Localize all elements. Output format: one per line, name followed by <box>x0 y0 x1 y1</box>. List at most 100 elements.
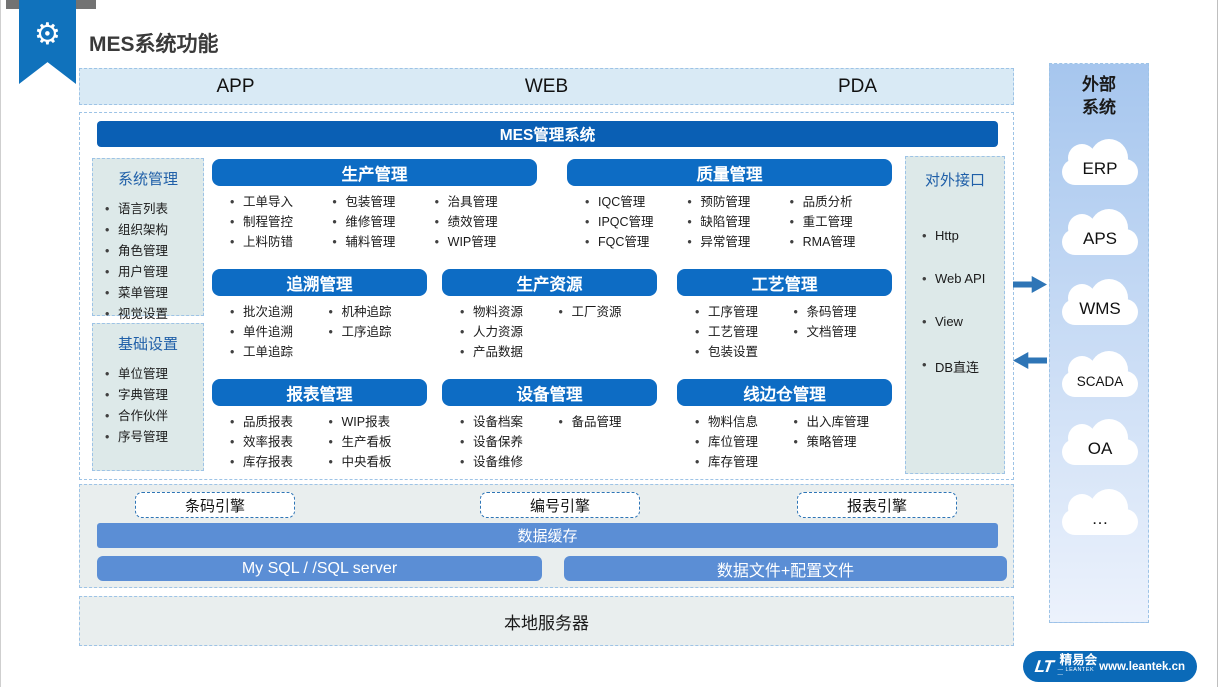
cloud-label: APS <box>1082 229 1118 248</box>
brand-name: 精易会 <box>1059 653 1098 668</box>
feature-column: 预防管理缺陷管理异常管理 <box>687 192 789 252</box>
local-server-bar: 本地服务器 <box>79 596 1014 646</box>
feature-item: 维修管理 <box>332 212 434 232</box>
feature-column: WIP报表生产看板中央看板 <box>329 412 428 472</box>
module-section: 工艺管理工序管理工艺管理包装设置条码管理文档管理 <box>677 269 892 362</box>
arrow-left-icon <box>1013 352 1047 369</box>
feature-item: 菜单管理 <box>105 283 203 304</box>
feature-item: 字典管理 <box>105 385 203 406</box>
client-label: WEB <box>524 75 569 97</box>
section-columns: 物料信息库位管理库存管理出入库管理策略管理 <box>677 412 892 472</box>
feature-item: WIP管理 <box>435 232 537 252</box>
section-header: 生产资源 <box>442 269 657 296</box>
feature-column: 治具管理绩效管理WIP管理 <box>435 192 537 252</box>
feature-item: IPQC管理 <box>585 212 687 232</box>
ribbon-badge: ⚙ <box>19 0 76 84</box>
feature-item: 工厂资源 <box>559 302 658 322</box>
feature-item: 设备保养 <box>460 432 559 452</box>
leantek-logo-icon: LT <box>1033 656 1054 676</box>
data-cache-bar: 数据缓存 <box>97 523 998 548</box>
feature-item: 序号管理 <box>105 427 203 448</box>
feature-column: 条码管理文档管理 <box>794 302 893 362</box>
feature-item: 中央看板 <box>329 452 428 472</box>
feature-item: 组织架构 <box>105 220 203 241</box>
section-header: 工艺管理 <box>677 269 892 296</box>
cloud-shape: … <box>1062 489 1138 535</box>
mes-system-box: MES管理系统 系统管理语言列表组织架构角色管理用户管理菜单管理视觉设置基础设置… <box>79 112 1014 480</box>
feature-item: 治具管理 <box>435 192 537 212</box>
feature-item: View <box>922 314 1004 329</box>
feature-column: 设备档案设备保养设备维修 <box>460 412 559 472</box>
engine-button: 条码引擎 <box>135 492 295 518</box>
feature-item: 条码管理 <box>794 302 893 322</box>
feature-item: 物料信息 <box>695 412 794 432</box>
feature-item: Http <box>922 228 1004 243</box>
feature-item: 生产看板 <box>329 432 428 452</box>
feature-column: 出入库管理策略管理 <box>794 412 893 472</box>
section-columns: 批次追溯单件追溯工单追踪机种追踪工序追踪 <box>212 302 427 362</box>
section-columns: 工序管理工艺管理包装设置条码管理文档管理 <box>677 302 892 362</box>
section-header: 质量管理 <box>567 159 892 186</box>
cloud-shape: SCADA <box>1062 351 1138 397</box>
database-bar: My SQL / /SQL server <box>97 556 542 581</box>
section-columns: 工单导入制程管控上料防错包装管理维修管理辅料管理治具管理绩效管理WIP管理 <box>212 192 537 252</box>
feature-item: 角色管理 <box>105 241 203 262</box>
cloud-shape: OA <box>1062 419 1138 465</box>
section-header: 追溯管理 <box>212 269 427 296</box>
feature-item: 用户管理 <box>105 262 203 283</box>
side-box-title: 基础设置 <box>117 336 178 353</box>
feature-item: 工艺管理 <box>695 322 794 342</box>
page-title: MES系统功能 <box>89 33 219 56</box>
feature-column: 批次追溯单件追溯工单追踪 <box>230 302 329 362</box>
module-section: 质量管理 IQC管理IPQC管理FQC管理预防管理缺陷管理异常管理品质分析重工管理… <box>567 159 892 252</box>
cloud-shape: WMS <box>1062 279 1138 325</box>
feature-item: 物料资源 <box>460 302 559 322</box>
feature-item: 库存报表 <box>230 452 329 472</box>
feature-item: 单件追溯 <box>230 322 329 342</box>
section-header: 报表管理 <box>212 379 427 406</box>
mes-system-title-bar: MES管理系统 <box>97 121 998 147</box>
arrow-right-icon <box>1013 276 1047 293</box>
module-section: 设备管理设备档案设备保养设备维修备品管理 <box>442 379 657 472</box>
feature-item: RMA管理 <box>790 232 892 252</box>
feature-column: 品质分析重工管理RMA管理 <box>790 192 892 252</box>
feature-item: 品质分析 <box>790 192 892 212</box>
feature-item: DB直连 <box>922 357 1004 376</box>
feature-column: 备品管理 <box>559 412 658 472</box>
feature-item: 包装管理 <box>332 192 434 212</box>
module-section: 追溯管理批次追溯单件追溯工单追踪机种追踪工序追踪 <box>212 269 427 362</box>
module-section: 生产资源物料资源人力资源产品数据工厂资源 <box>442 269 657 362</box>
data-files-bar: 数据文件+配置文件 <box>564 556 1007 581</box>
feature-column: IQC管理IPQC管理FQC管理 <box>585 192 687 252</box>
cloud-label: OA <box>1087 439 1113 458</box>
feature-item: 效率报表 <box>230 432 329 452</box>
engine-button: 编号引擎 <box>480 492 640 518</box>
section-header: 生产管理 <box>212 159 537 186</box>
cloud-label: WMS <box>1079 299 1121 318</box>
side-box-list: 语言列表组织架构角色管理用户管理菜单管理视觉设置 <box>93 199 203 325</box>
feature-item: 缺陷管理 <box>687 212 789 232</box>
feature-item: 预防管理 <box>687 192 789 212</box>
cloud-label: SCADA <box>1076 373 1124 389</box>
feature-item: FQC管理 <box>585 232 687 252</box>
section-columns: 物料资源人力资源产品数据工厂资源 <box>442 302 657 362</box>
cloud-label: … <box>1091 509 1109 528</box>
side-box: 基础设置单位管理字典管理合作伙伴序号管理 <box>92 323 204 471</box>
side-box: 系统管理语言列表组织架构角色管理用户管理菜单管理视觉设置 <box>92 158 204 325</box>
footer-brand-pill: LT 精易会 — LEANTEK — www.leantek.cn <box>1023 651 1197 682</box>
feature-item: 批次追溯 <box>230 302 329 322</box>
feature-item: 绩效管理 <box>435 212 537 232</box>
side-box-title: 系统管理 <box>117 171 178 188</box>
feature-column: 工序管理工艺管理包装设置 <box>695 302 794 362</box>
feature-item: 语言列表 <box>105 199 203 220</box>
feature-item: 策略管理 <box>794 432 893 452</box>
feature-item: 出入库管理 <box>794 412 893 432</box>
feature-item: 工序追踪 <box>329 322 428 342</box>
feature-item: 文档管理 <box>794 322 893 342</box>
feature-item: 制程管控 <box>230 212 332 232</box>
feature-item: 重工管理 <box>790 212 892 232</box>
feature-item: 辅料管理 <box>332 232 434 252</box>
feature-column: 工厂资源 <box>559 302 658 362</box>
